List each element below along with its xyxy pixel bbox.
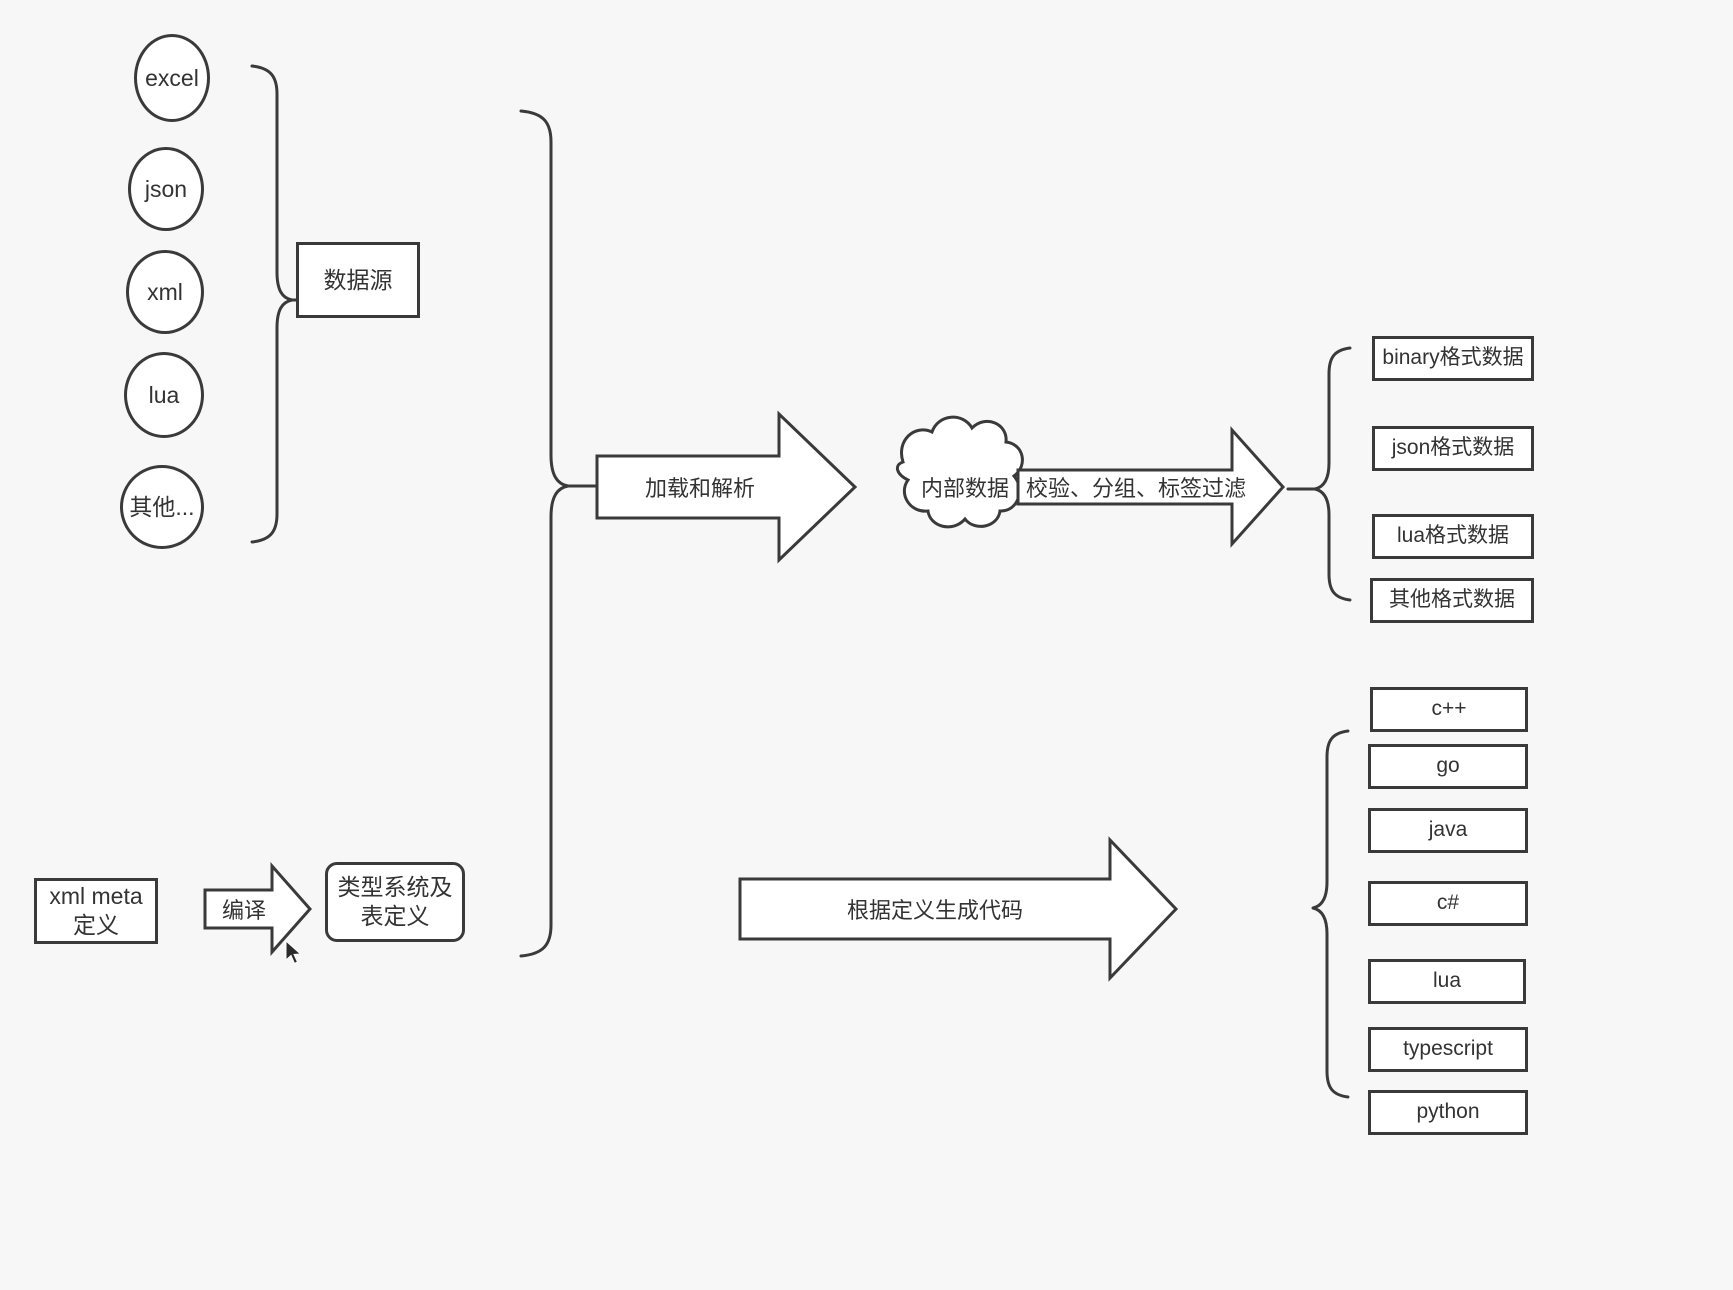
language-box-label: lua (1432, 969, 1462, 993)
source-node-json[interactable]: json (128, 147, 204, 231)
source-node-lua[interactable]: lua (124, 352, 204, 438)
language-box-label: typescript (1403, 1037, 1493, 1061)
output-box-binary[interactable]: binary格式数据 (1372, 336, 1534, 381)
source-node-excel[interactable]: excel (134, 34, 210, 122)
language-box-label: python (1416, 1100, 1480, 1124)
arrow-generate-code (738, 836, 1179, 982)
brace-languages (1311, 729, 1350, 1099)
language-box-label: c++ (1431, 697, 1467, 721)
brace-pipeline-input (519, 109, 600, 958)
source-node-label: 其他... (129, 493, 195, 520)
source-node-label: json (144, 175, 188, 202)
source-node-label: lua (148, 381, 180, 408)
xml-meta-definition-box[interactable]: xml meta定义 (34, 878, 158, 944)
output-box-label: binary格式数据 (1382, 346, 1524, 370)
data-source-box[interactable]: 数据源 (296, 242, 420, 318)
output-box-label: 其他格式数据 (1389, 588, 1515, 612)
language-box-label: java (1428, 818, 1468, 842)
language-box-lua[interactable]: lua (1368, 959, 1526, 1004)
language-box-cpp[interactable]: c++ (1370, 687, 1528, 732)
output-box-other[interactable]: 其他格式数据 (1370, 578, 1534, 623)
language-box-csharp[interactable]: c# (1368, 881, 1528, 926)
output-box-label: lua格式数据 (1396, 524, 1510, 548)
source-node-label: excel (145, 64, 199, 91)
brace-data-formats (1286, 346, 1352, 602)
language-box-typescript[interactable]: typescript (1368, 1027, 1528, 1072)
arrow-validate-group-filter (1016, 426, 1286, 548)
output-box-label: json格式数据 (1391, 436, 1515, 460)
output-box-json[interactable]: json格式数据 (1372, 426, 1534, 471)
xml-meta-definition-label: xml meta定义 (49, 883, 143, 938)
source-node-label: xml (147, 278, 183, 305)
type-system-box[interactable]: 类型系统及表定义 (325, 862, 465, 942)
data-source-box-label: 数据源 (323, 266, 393, 293)
arrow-compile (203, 862, 313, 956)
language-box-python[interactable]: python (1368, 1090, 1528, 1135)
type-system-label: 类型系统及表定义 (337, 874, 453, 929)
source-node-xml[interactable]: xml (126, 250, 204, 334)
language-box-label: go (1436, 754, 1460, 778)
language-box-java[interactable]: java (1368, 808, 1528, 853)
cloud-internal-data (895, 415, 1024, 529)
source-node-other[interactable]: 其他... (120, 465, 204, 549)
language-box-go[interactable]: go (1368, 744, 1528, 789)
output-box-lua[interactable]: lua格式数据 (1372, 514, 1534, 559)
arrow-load-and-parse (595, 410, 858, 564)
language-box-label: c# (1436, 891, 1460, 915)
